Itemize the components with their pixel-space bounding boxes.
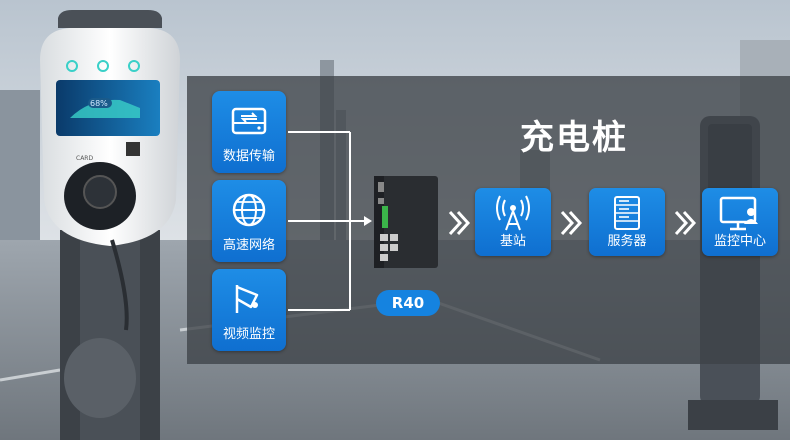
tile-base-station: 基站: [475, 188, 551, 256]
page-title: 充电桩: [520, 118, 628, 158]
router-device-icon: [374, 176, 438, 268]
tile-label: 服务器: [607, 234, 647, 249]
tile-data-transfer: 数据传输: [212, 91, 286, 173]
tile-label: 基站: [499, 234, 526, 249]
card-label: CARD: [76, 155, 93, 162]
router-label: R40: [376, 290, 440, 316]
chevron-right-icon: [448, 210, 471, 236]
server-icon: [614, 196, 640, 230]
tile-monitoring-center: 监控中心: [702, 188, 778, 256]
tile-label: 监控中心: [713, 234, 766, 249]
globe-icon: [232, 193, 266, 227]
chevron-right-icon: [560, 210, 583, 236]
chevron-right-icon: [674, 210, 697, 236]
tile-label: 视频监控: [222, 327, 275, 342]
camera-icon: [235, 285, 259, 313]
tile-server: 服务器: [589, 188, 665, 256]
tile-high-speed-network: 高速网络: [212, 180, 286, 262]
charger-screen-percent-text: 68%: [90, 99, 108, 108]
monitor-user-icon: [719, 196, 758, 231]
base-station-icon: [496, 195, 530, 231]
tile-label: 数据传输: [222, 149, 275, 164]
data-transfer-icon: [231, 107, 267, 135]
tile-label: 高速网络: [222, 238, 275, 253]
tile-video-surveillance: 视频监控: [212, 269, 286, 351]
